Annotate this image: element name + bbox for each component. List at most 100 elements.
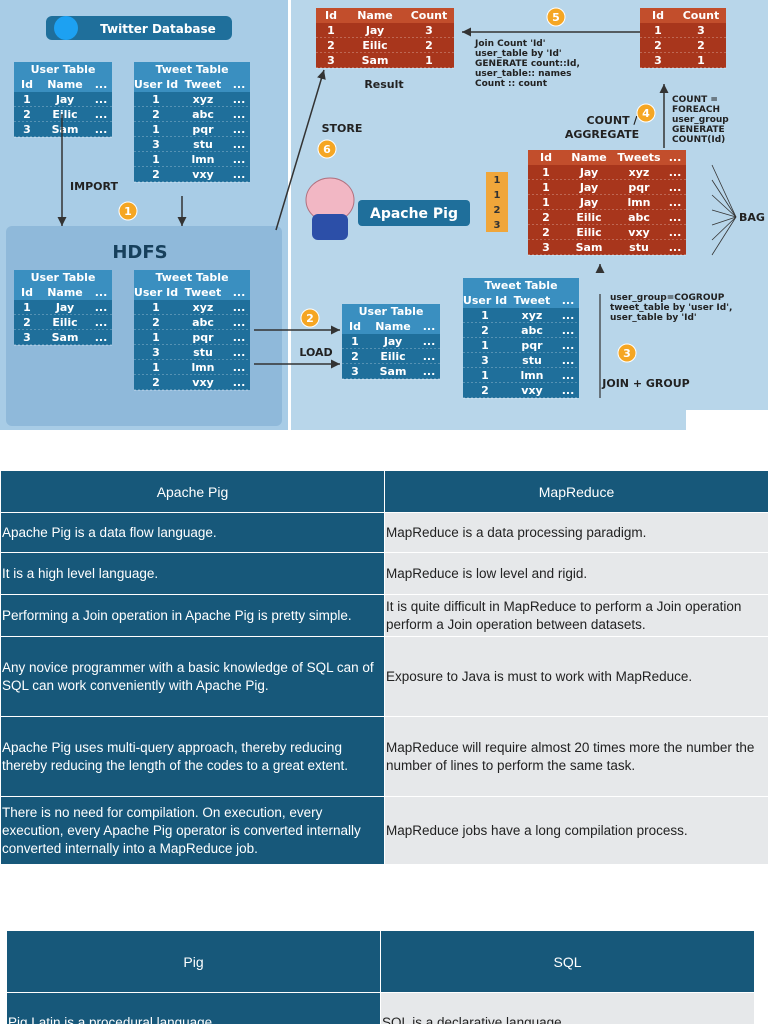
step-circle [317,139,337,159]
table-cell-text: ... [669,181,682,194]
table-row-bg [14,300,112,315]
table-cell-text: vxy [192,168,213,181]
table-cell-text: abc [192,316,214,329]
table-cell-text: 2 [425,39,433,52]
table-cell-text: ... [562,339,575,352]
table-cell-text: 2 [542,211,550,224]
table-row-bg [463,323,579,338]
bag-bracket-line [711,194,737,218]
bag-bracket-line [711,216,737,226]
twitter-database-label: Twitter Database [100,22,216,36]
bag-bracket-line [711,209,737,218]
bag-id-text: 3 [494,220,501,231]
table-header-bar [14,285,112,300]
table-cell-text: 1 [697,54,705,67]
bag-id-cell [486,202,508,217]
pig-cell: Apache Pig uses multi-query approach, th… [0,716,385,797]
table-cell-text: lmn [191,153,214,166]
table-cell-text: pqr [192,123,214,136]
table-title-bar [134,270,250,285]
table-cell-text: Jay [55,93,74,106]
table-row-bg [134,330,250,345]
table-cell-text: Eilic [576,226,601,239]
table-cell-text: Jay [579,196,598,209]
table-row-bg [14,107,112,122]
table-column-header: User Id [463,294,507,307]
table-row: Apache Pig is a data flow language. MapR… [0,512,768,553]
table-cell-text: 2 [654,39,662,52]
table-title-bar [14,270,112,285]
table-cell-text: stu [629,241,649,254]
table-title: Tweet Table [155,63,228,76]
table-column-header: ... [95,286,108,299]
step-circle [636,103,656,123]
table-title: Tweet Table [484,279,557,292]
step-circle [617,343,637,363]
table-cell-text: 3 [23,331,31,344]
table-cell-text: 3 [351,365,359,378]
join-code-line: Join Count 'Id' [474,39,546,49]
table-row-bg [134,137,250,152]
table-column-header: Name [571,151,607,164]
bag-id-text: 1 [494,175,501,186]
table-title: User Table [31,63,96,76]
mapreduce-cell: MapReduce will require almost 20 times m… [384,716,768,797]
header-mapreduce: MapReduce [384,470,768,513]
table-row-bg [463,353,579,368]
table-cell-text: 3 [425,24,433,37]
table-row-bg [342,349,440,364]
foreach-code-line: COUNT(Id) [672,135,725,145]
table-column-header: Tweet [514,294,551,307]
table-title-bar [342,304,440,319]
table-row-bg [316,23,454,38]
table-row-bg [640,38,726,53]
table-row-bg [316,53,454,68]
table-cell-text: Eilic [362,39,387,52]
table-cell-text: 1 [542,166,550,179]
table-cell-text: 2 [152,316,160,329]
table-cell-text: ... [233,376,246,389]
table-row-bg [134,360,250,375]
table-row-bg [463,338,579,353]
table-header-bar [134,77,250,92]
pig-vs-sql-table: Pig SQL Pig Latin is a procedural langua… [6,930,755,1024]
table-row-bg [134,122,250,137]
table-row-bg [528,195,686,210]
table-column-header: Name [375,320,411,333]
table-row-bg [528,240,686,255]
table-column-header: ... [423,320,436,333]
table-row-bg [134,300,250,315]
step-number: 6 [323,143,331,156]
table-cell-text: Sam [52,331,79,344]
table-row-bg [14,122,112,137]
table-column-header: ... [562,294,575,307]
header-sql: SQL [380,930,755,993]
mapreduce-cell: MapReduce is low level and rigid. [384,552,768,595]
step-number: 1 [124,205,132,218]
table-row-bg [528,210,686,225]
table-cell-text: Jay [55,301,74,314]
foreach-code-line: COUNT = [672,95,718,105]
table-cell-text: 1 [425,54,433,67]
table-cell-text: ... [233,346,246,359]
table-header-bar [342,319,440,334]
join-code-line: GENERATE count::Id, [475,59,580,69]
table-header-bar [316,8,454,23]
join-code-line: user_table:: names [475,69,571,79]
table-cell-text: 3 [152,138,160,151]
step-number: 4 [642,107,650,120]
step-circle [300,308,320,328]
cogroup-code-line: tweet_table by 'user Id', [610,303,732,313]
foreach-code-line: FOREACH [672,105,720,115]
pig-cell: Pig Latin is a procedural language. [6,992,381,1024]
table-cell-text: ... [233,168,246,181]
step-number: 3 [623,347,631,360]
table-cell-text: lmn [627,196,650,209]
table-cell-text: 3 [654,54,662,67]
table-cell-text: ... [562,324,575,337]
table-cell-text: ... [669,241,682,254]
table-cell-text: 1 [152,361,160,374]
table-column-header: User Id [134,286,178,299]
table-row: Any novice programmer with a basic knowl… [0,636,768,717]
